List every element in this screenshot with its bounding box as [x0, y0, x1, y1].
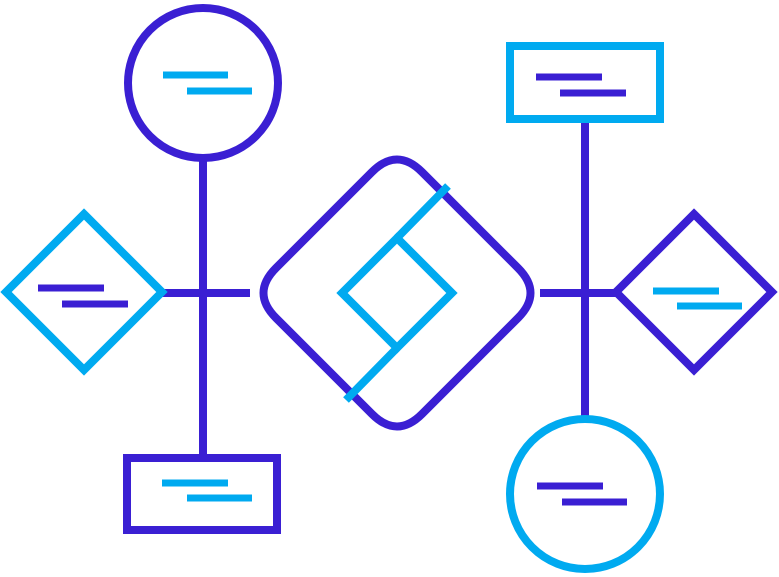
node-rect-bottom-left — [123, 454, 281, 534]
hub-accent-stroke-top — [394, 183, 451, 241]
node-circle-top-left — [124, 4, 282, 162]
hub-inner-diamond — [336, 232, 458, 354]
hub-rounded-diamond — [259, 155, 535, 431]
node-rect-top-right — [506, 42, 664, 123]
node-diamond-left — [0, 208, 168, 376]
node-diamond-right — [610, 208, 778, 376]
hub-accent-stroke-bottom — [343, 345, 400, 403]
central-hub — [259, 155, 535, 431]
node-circle-bottom-right — [506, 415, 664, 573]
